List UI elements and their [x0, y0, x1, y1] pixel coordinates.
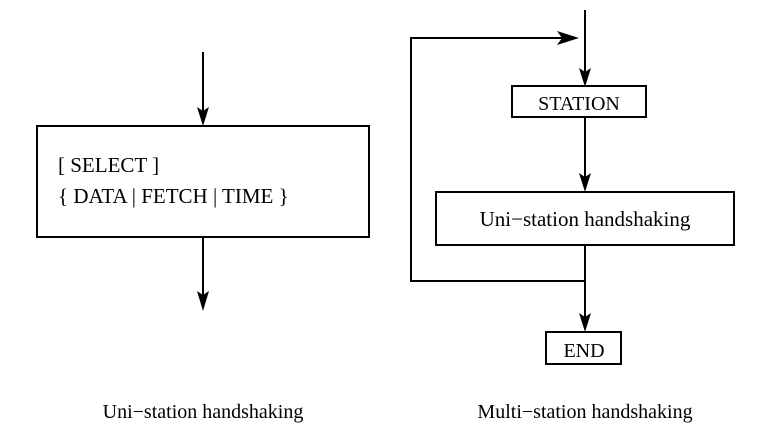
uni-station-node-box[interactable]: Uni−station handshaking [435, 191, 735, 246]
select-node-line1: [ SELECT ] [58, 153, 159, 177]
select-node-line2: { DATA | FETCH | TIME } [58, 184, 289, 208]
feedback-loop [410, 31, 585, 282]
uni-to-end-arrow [579, 245, 591, 332]
station-node-label: STATION [538, 93, 620, 115]
left-incoming-arrow [197, 52, 209, 126]
left-outgoing-arrow [197, 237, 209, 311]
right-top-trunk [579, 10, 591, 87]
select-node-box[interactable]: [ SELECT ] { DATA | FETCH | TIME } [36, 125, 370, 238]
uni-station-node-label: Uni−station handshaking [480, 207, 691, 231]
right-panel-caption: Multi−station handshaking [477, 401, 692, 423]
station-to-uni-arrow [579, 117, 591, 192]
left-panel-caption: Uni−station handshaking [103, 401, 304, 423]
station-node-box[interactable]: STATION [511, 85, 647, 118]
end-node-box[interactable]: END [545, 331, 622, 365]
end-node-label: END [563, 340, 604, 362]
